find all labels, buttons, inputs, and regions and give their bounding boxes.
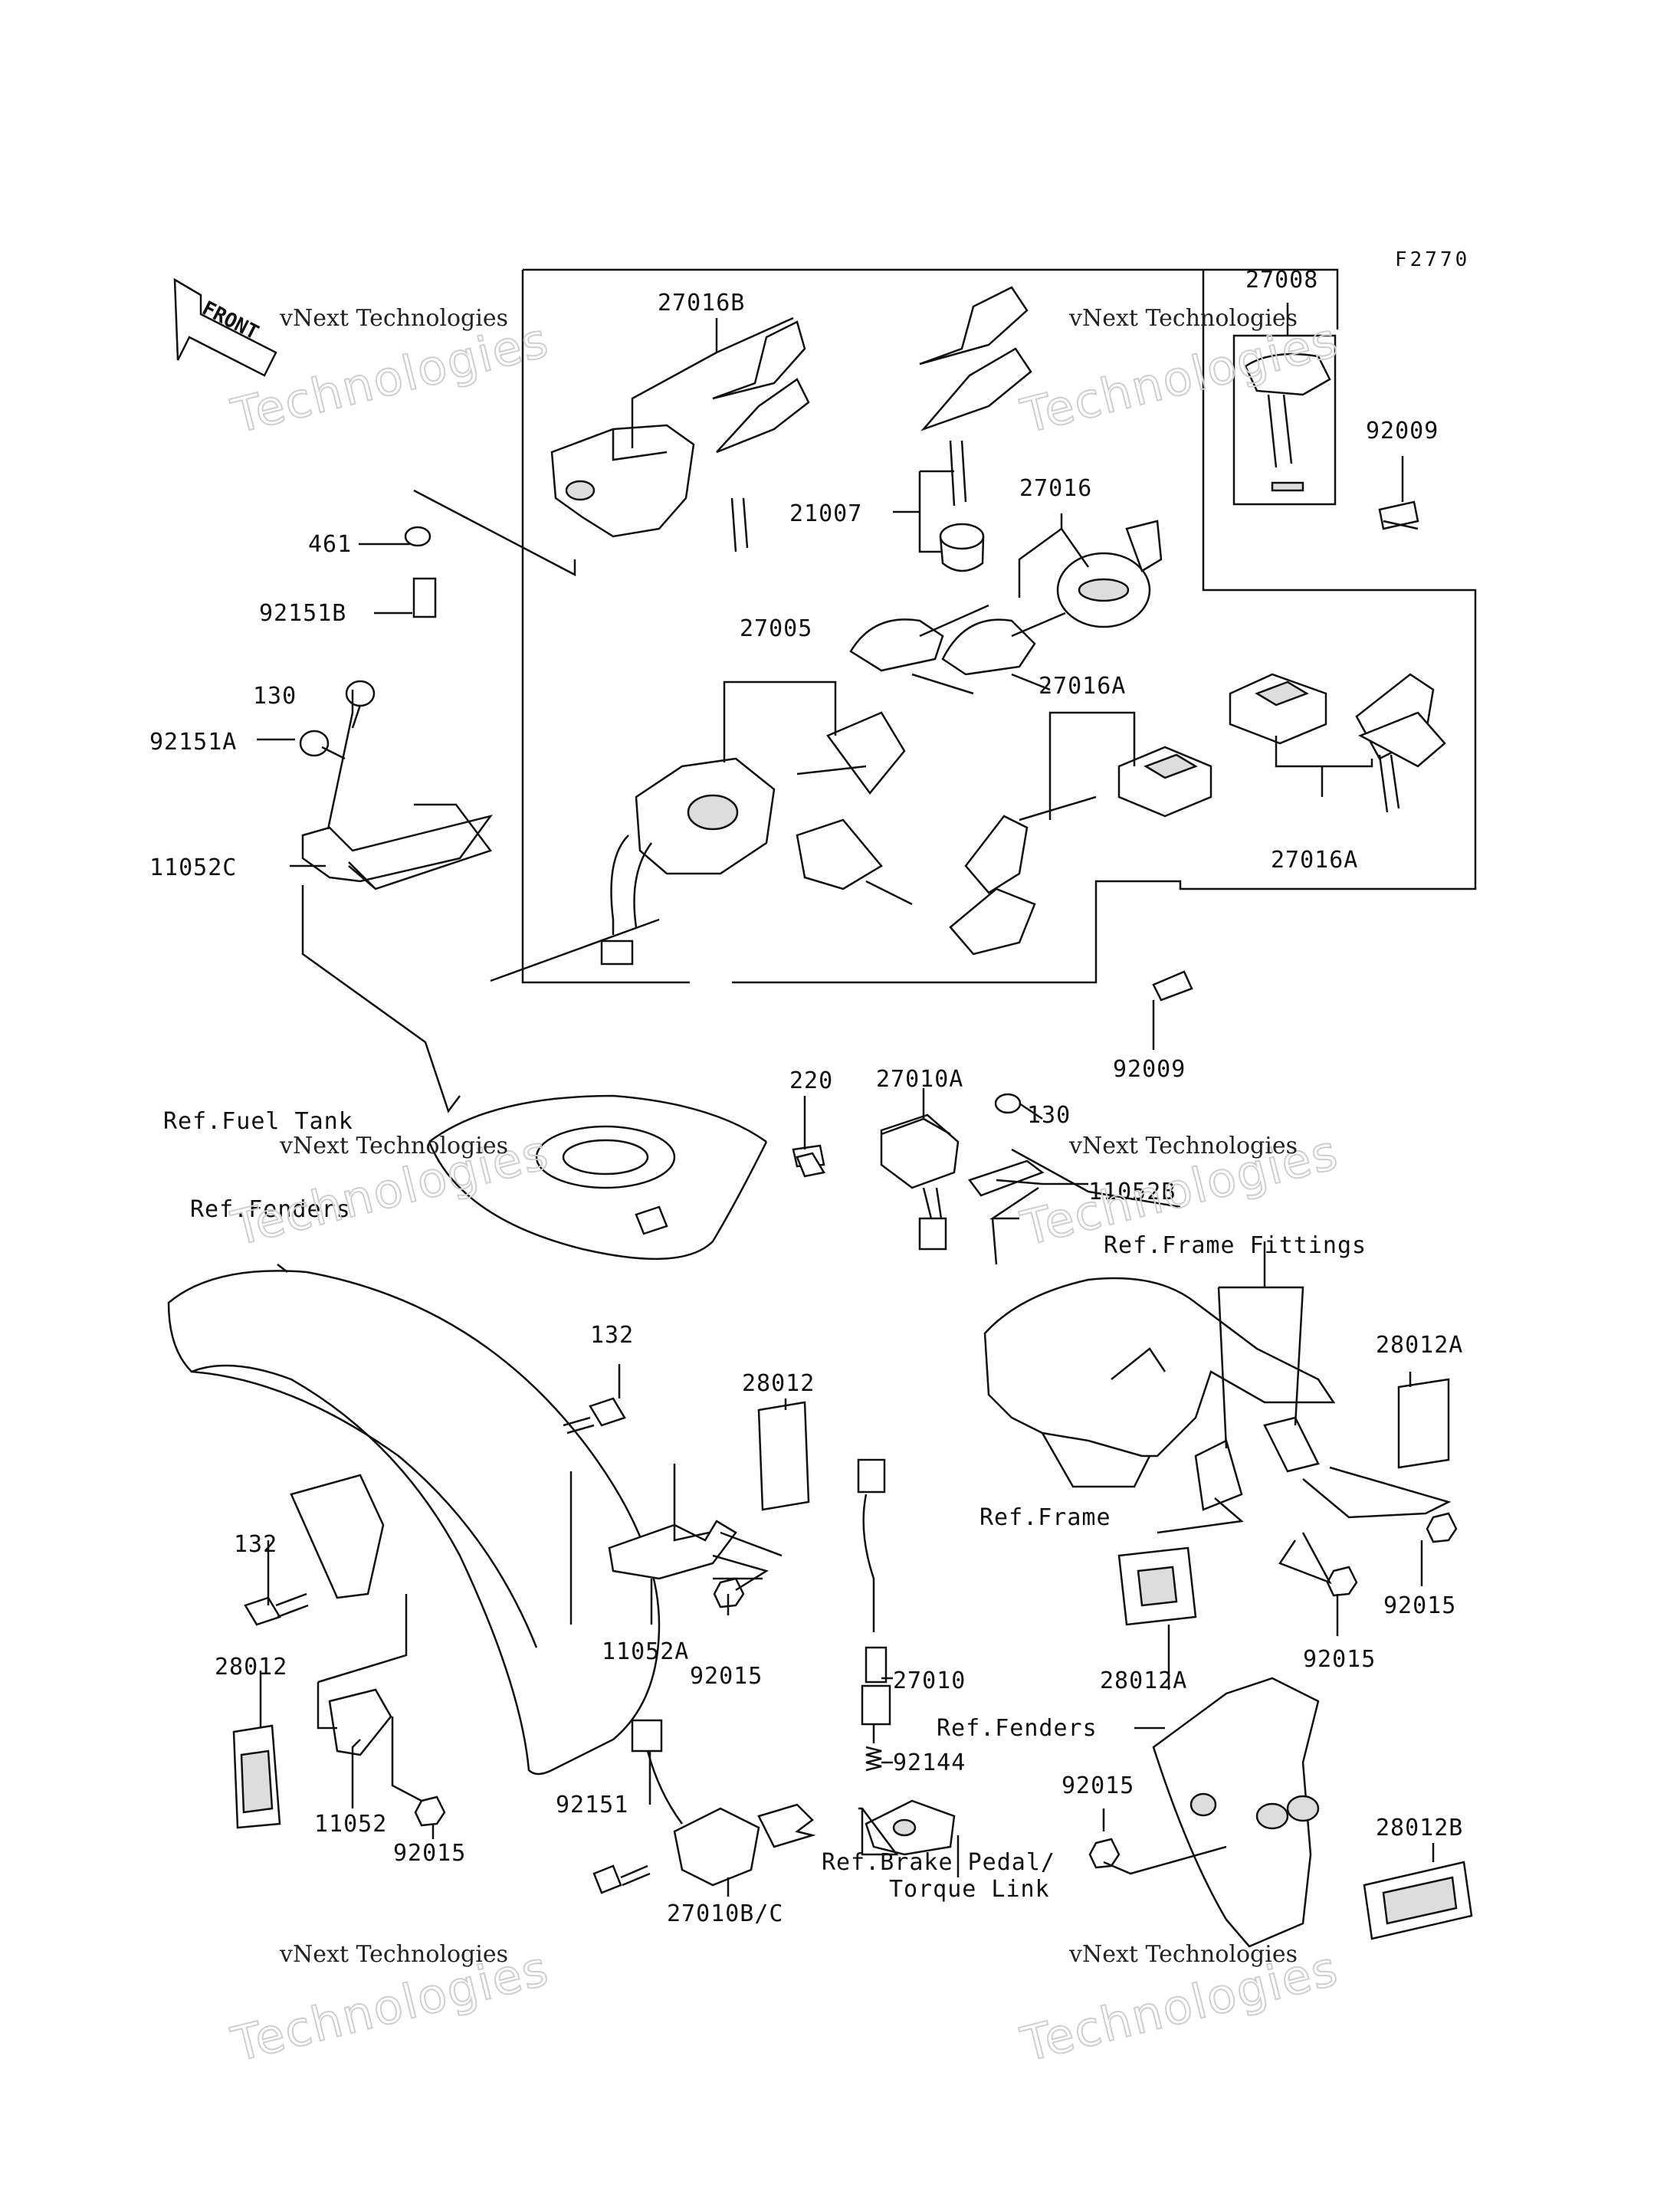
watermark-text: vNext Technologies [1068,1133,1298,1159]
seat-lock-assembly [550,424,695,538]
ref-label: Ref.Fuel Tank [163,1108,353,1135]
rear-brake-switch-27010 [857,1458,891,1772]
key-icon [1355,673,1446,813]
watermark-text: vNext Technologies [1068,1941,1298,1968]
part-label: 220 [789,1067,833,1094]
part-label: 27010 [893,1667,966,1694]
lock-cylinder [939,523,985,572]
part-label: 27016A [1039,673,1126,700]
nut-icon [414,1512,1458,1869]
key-icon [849,604,1066,695]
ref-label: Ref.Fenders [937,1715,1098,1742]
key-icon [919,286,1032,507]
watermark-text: vNext Technologies [1068,305,1298,332]
watermark-text: vNext Technologies [279,1941,508,1968]
key-icon [1244,353,1331,492]
part-label: 11052C [149,854,237,881]
tank-cap-lock [1056,520,1163,628]
reflector-28012a [1117,1378,1450,1626]
reference-labels: Ref.Fuel Tank Ref.Fenders Ref.Frame Fitt… [163,1108,1367,1903]
rear-fender-ref [1152,1677,1320,1948]
key-inset-box [1232,334,1337,506]
part-label: 11052 [314,1811,387,1838]
part-label: 92151 [556,1792,628,1818]
front-fender-ref [167,1270,661,1776]
ref-label: Ref.Brake Pedal/ [822,1849,1055,1876]
bracket-11052c [301,814,494,883]
switch-27010a [792,1113,960,1251]
figure-code: F2770 [1395,248,1470,271]
part-label: 28012 [215,1654,287,1681]
watermark-text: vNext Technologies [279,305,508,332]
part-label: 11052A [602,1638,689,1665]
part-label: 461 [308,531,352,558]
bracket-11052a [608,1520,737,1580]
part-label: 27010B/C [667,1900,784,1927]
switch-27010bc [631,1719,816,1887]
seat-lock-bracket [1117,746,1212,818]
part-label: 27016 [1019,475,1092,502]
part-label: 21007 [789,500,862,527]
ref-label: Ref.Fenders [190,1196,351,1223]
part-label: 92015 [1061,1772,1134,1799]
frame-fittings-ref [983,1277,1336,1511]
ref-label: Ref.Frame Fittings [1104,1232,1367,1259]
part-label: 132 [234,1531,277,1558]
part-label: 92015 [393,1840,466,1867]
part-label: 28012A [1100,1667,1187,1694]
fuel-tank-ref [428,1094,768,1261]
part-labels: 27016B 27008 92009 461 92151B 21007 2701… [149,267,1463,1927]
part-label: 27005 [740,615,812,642]
key-icon [796,711,913,906]
part-label: 130 [1027,1102,1071,1129]
bolt-icon [244,1152,825,1894]
front-arrow-icon: FRONT [173,277,277,377]
part-label: 27016A [1271,847,1358,874]
reflector-28012b [1363,1861,1473,1940]
part-label: 92151A [149,729,237,756]
front-label: FRONT [199,297,262,345]
part-label: 28012B [1376,1815,1463,1841]
brake-pedal-ref [865,1799,956,1856]
part-label: 27010A [876,1066,963,1093]
part-label: 92144 [893,1749,966,1776]
part-label: 92009 [1113,1056,1186,1083]
ignition-switch [600,757,776,966]
part-label: 28012A [1376,1332,1463,1359]
ref-label: Torque Link [889,1876,1050,1903]
leader-lines [257,303,1452,1897]
part-label: 27016B [658,290,745,316]
key-icon [949,795,1097,956]
part-label: 92015 [690,1663,763,1690]
part-label: 27008 [1245,267,1318,293]
part-label: 28012 [742,1370,815,1397]
bracket-11052b [967,1093,1045,1197]
part-label: 132 [590,1322,634,1349]
part-label: 92009 [1366,418,1439,444]
part-label: 11052B [1088,1179,1176,1205]
key-icon [712,320,810,553]
reflector-28012 [232,1401,810,1829]
group-boundary [521,268,1477,984]
bracket-11052 [328,1688,392,1756]
part-label: 130 [253,683,297,710]
part-label: 92151B [259,600,346,627]
watermark-text: vNext Technologies [279,1133,508,1159]
seat-lock-bracket [1229,673,1327,745]
screw-icon [299,500,1419,1002]
part-label: 92015 [1383,1592,1456,1619]
part-label: 92015 [1303,1646,1376,1673]
ref-label: Ref.Frame [979,1504,1111,1531]
